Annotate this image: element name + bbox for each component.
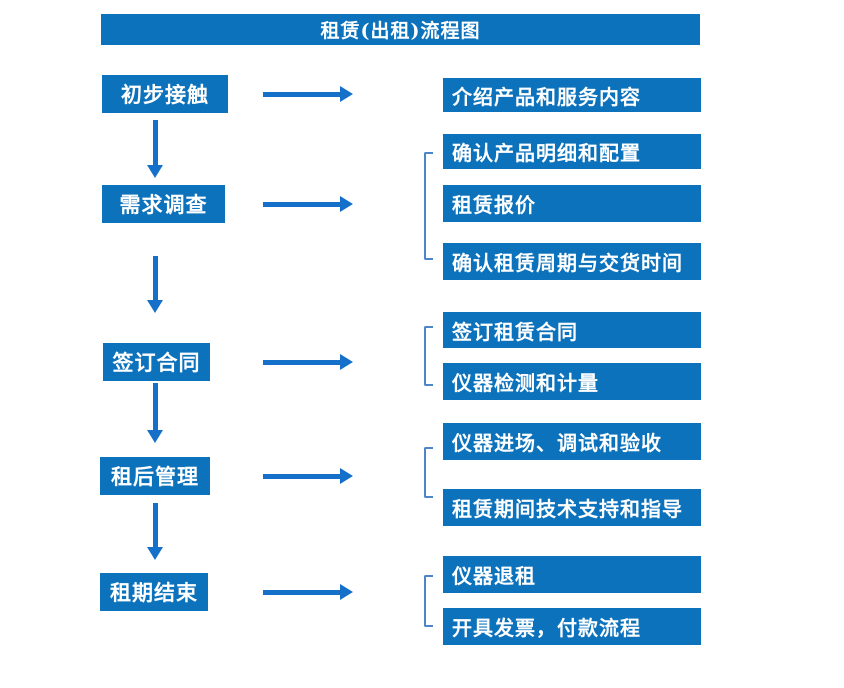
arrow-right-5-icon (263, 584, 353, 600)
detail-box-introduce-products: 介绍产品和服务内容 (443, 78, 701, 112)
arrow-down-4-icon (147, 503, 163, 560)
page-title: 租赁(出租)流程图 (101, 14, 700, 45)
arrow-down-1-icon (147, 120, 163, 178)
detail-box-invoice-payment: 开具发票，付款流程 (443, 608, 701, 645)
bracket-group-sign-contract (424, 326, 433, 386)
arrow-right-1-icon (263, 86, 353, 102)
detail-box-instrument-return: 仪器退租 (443, 556, 701, 593)
detail-box-rental-quotation: 租赁报价 (443, 185, 701, 222)
bracket-group-demand-survey (424, 152, 433, 260)
step-box-post-rental-management: 租后管理 (100, 457, 210, 495)
arrow-down-3-icon (147, 383, 163, 443)
detail-box-technical-support: 租赁期间技术支持和指导 (443, 489, 701, 526)
bracket-group-post-rental (424, 447, 433, 498)
detail-box-instrument-testing: 仪器检测和计量 (443, 363, 701, 400)
step-box-sign-contract: 签订合同 (103, 343, 210, 381)
arrow-right-2-icon (263, 196, 353, 212)
detail-box-sign-rental-contract: 签订租赁合同 (443, 312, 701, 348)
step-box-initial-contact: 初步接触 (102, 75, 228, 113)
arrow-right-4-icon (263, 468, 353, 484)
arrow-right-3-icon (263, 354, 353, 370)
detail-box-confirm-product-config: 确认产品明细和配置 (443, 134, 701, 169)
detail-box-instrument-commissioning: 仪器进场、调试和验收 (443, 423, 701, 460)
step-box-rental-end: 租期结束 (100, 573, 208, 611)
arrow-down-2-icon (147, 256, 163, 313)
detail-box-confirm-period-delivery: 确认租赁周期与交货时间 (443, 243, 701, 280)
step-box-demand-survey: 需求调查 (102, 185, 225, 223)
bracket-group-rental-end (424, 575, 433, 627)
